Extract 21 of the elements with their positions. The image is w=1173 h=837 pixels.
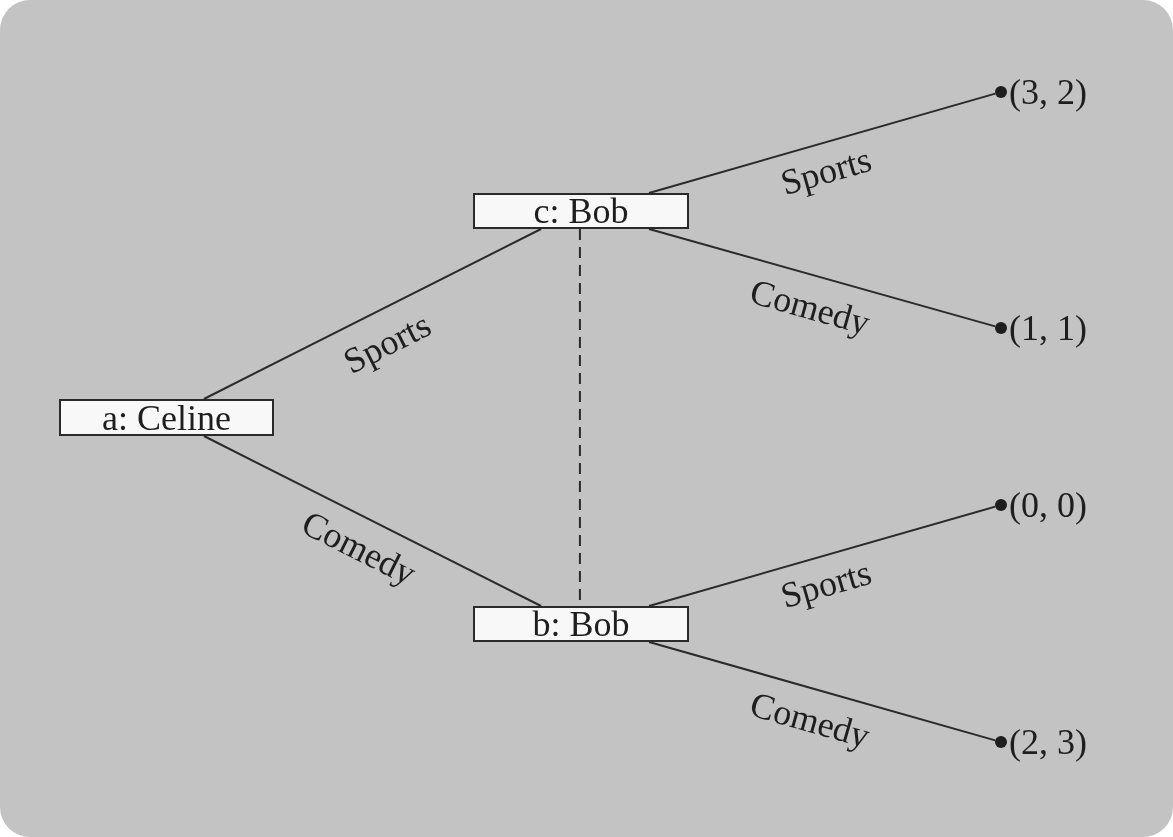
node-label: c: Bob	[533, 195, 629, 227]
edge-label: Sports	[336, 305, 439, 382]
edge-label: Sports	[775, 140, 878, 202]
branch-line	[202, 228, 543, 400]
payoff-label: (1, 1)	[1009, 309, 1087, 347]
edge-label: Comedy	[745, 685, 876, 755]
edge-label: Sports	[775, 553, 878, 615]
branch-line	[202, 435, 543, 607]
payoff-label: (3, 2)	[1009, 73, 1087, 111]
payoff-label: (0, 0)	[1009, 486, 1087, 524]
edge-label: Comedy	[745, 272, 876, 341]
branch-line	[648, 92, 997, 194]
payoff-label: (2, 3)	[1009, 723, 1087, 761]
decision-box	[473, 606, 689, 642]
branch-line	[648, 505, 997, 607]
node-label: a: Celine	[102, 401, 231, 434]
branch-line	[648, 641, 997, 742]
decision-box	[59, 399, 274, 436]
decision-box	[473, 193, 689, 229]
branch-line	[648, 228, 997, 328]
node-label: b: Bob	[532, 608, 630, 640]
